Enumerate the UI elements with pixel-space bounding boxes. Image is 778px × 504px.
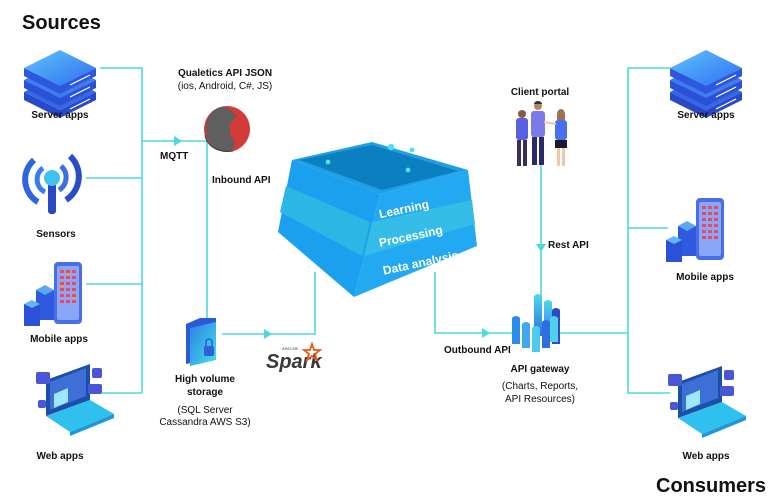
qualetics-subtitle: (ios, Android, C#, JS): [177, 81, 273, 92]
spark-apache-prefix: APACHE: [282, 346, 298, 351]
locked-folder-icon: [186, 318, 216, 366]
qualetics-logo-icon: [204, 106, 250, 152]
mobile-servers-icon: [666, 198, 724, 262]
client-portal-label: Client portal: [510, 87, 570, 98]
source-server-apps-label: Server apps: [31, 110, 89, 121]
storage-title-line1: High volume: [174, 374, 235, 385]
api-gateway-detail-line1: (Charts, Reports,: [501, 381, 579, 392]
storage-detail-line2: Cassandra AWS S3): [159, 417, 251, 428]
consumer-web-apps-label: Web apps: [682, 451, 730, 462]
outbound-arrow-icon: [482, 328, 490, 338]
mqtt-arrow-icon: [174, 136, 182, 146]
consumer-mobile-apps-label: Mobile apps: [676, 272, 734, 283]
laptop-icon: [668, 366, 746, 438]
storage-title-line2: storage: [186, 387, 224, 398]
source-mobile-apps-label: Mobile apps: [30, 334, 88, 345]
storage-arrow-icon: [264, 329, 272, 339]
laptop-icon: [36, 364, 114, 436]
rest-api-label: Rest API: [548, 240, 589, 251]
qualetics-title: Qualetics API JSON: [177, 68, 273, 79]
outbound-api-label: Outbound API: [444, 345, 511, 356]
left-bus-line: [100, 67, 143, 393]
server-stack-icon: [24, 50, 96, 118]
mqtt-inbound-line: [142, 140, 208, 318]
api-gateway-icon: [512, 294, 560, 352]
inbound-api-label: Inbound API: [212, 175, 271, 186]
antenna-sensor-icon: [22, 153, 82, 214]
right-bus-line: [627, 67, 670, 394]
processing-pyramid: [278, 142, 477, 297]
mobile-servers-icon: [24, 262, 82, 326]
people-group-icon: [516, 101, 567, 166]
rest-api-arrow-icon: [536, 244, 546, 252]
sources-title: Sources: [22, 12, 101, 34]
storage-to-pyramid-line: [222, 272, 316, 335]
mqtt-label: MQTT: [160, 151, 189, 162]
source-web-apps-label: Web apps: [36, 451, 84, 462]
source-sensors-label: Sensors: [36, 229, 76, 240]
consumers-title: Consumers: [656, 475, 767, 497]
api-gateway-detail-line2: API Resources): [504, 394, 576, 405]
apache-spark-logo-icon: Spark APACHE: [266, 341, 323, 373]
storage-detail-line1: (SQL Server: [177, 405, 233, 416]
api-gateway-title: API gateway: [510, 364, 570, 375]
spark-wordmark: Spark: [266, 351, 322, 373]
consumer-server-apps-label: Server apps: [677, 110, 735, 121]
outbound-line: [434, 272, 512, 334]
server-stack-icon: [670, 50, 742, 118]
